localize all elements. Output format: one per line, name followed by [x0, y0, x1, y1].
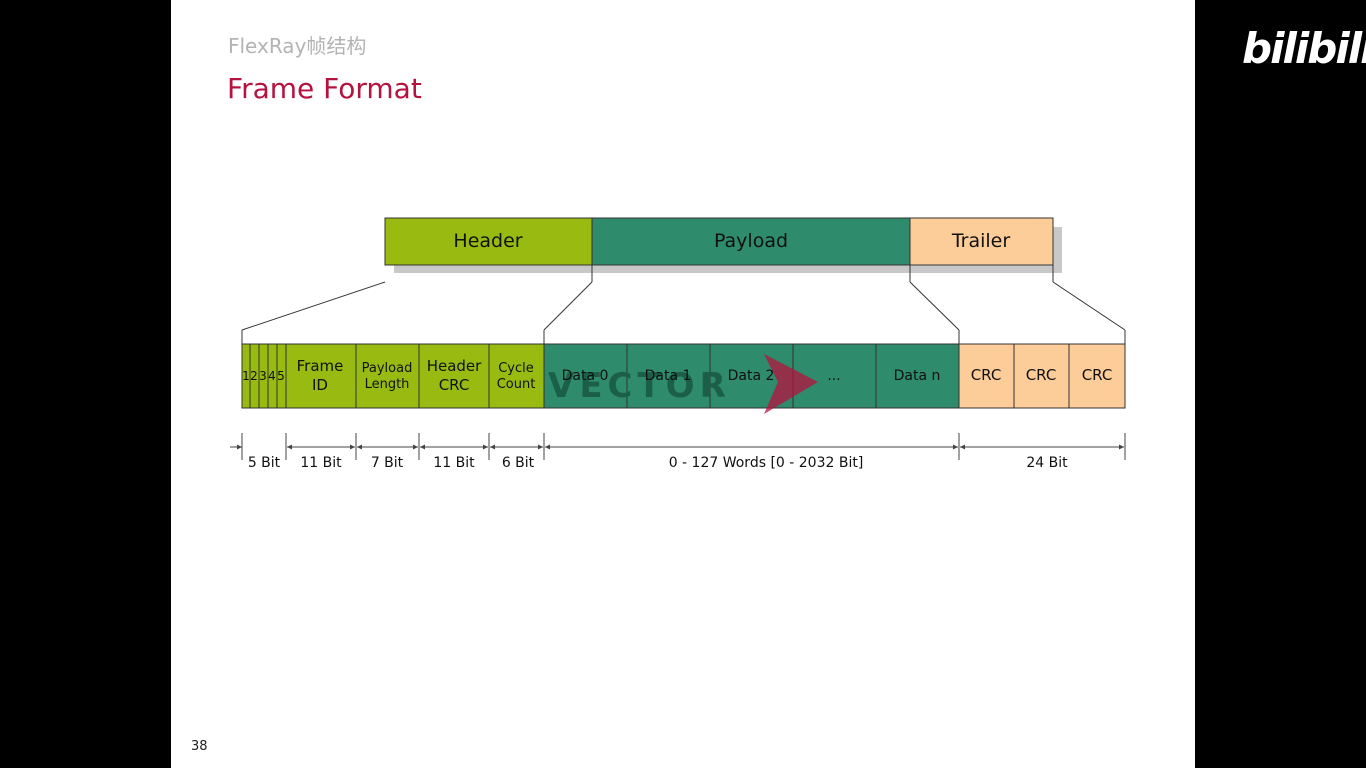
bit-3-label: 3 [259, 369, 267, 383]
dimension-ticks [241, 433, 1126, 460]
channel-watermark: 技术 [1060, 42, 1115, 72]
payload-length-label-line2: Length [365, 377, 410, 392]
frame-id-label-line2: ID [312, 376, 328, 394]
cycle-count-label-line2: Count [497, 377, 536, 392]
page-number: 38 [191, 739, 208, 754]
payload-field-dividers [626, 344, 877, 408]
size-trailer-label: 24 Bit [1026, 455, 1068, 471]
payload-detail-block [543, 343, 960, 409]
header-field-dividers [249, 344, 490, 408]
slide-title: Frame Format [227, 72, 422, 105]
trailer-field-dividers [1013, 344, 1070, 408]
header-crc-label-line2: CRC [439, 376, 470, 394]
frame-id-label-line1: Frame [297, 357, 344, 375]
size-header-crc-label: 11 Bit [433, 455, 475, 471]
data-0-label: Data 0 [562, 368, 609, 384]
header-label: Header [453, 230, 522, 252]
trailer-block [909, 217, 1054, 266]
trailer-detail-block [958, 343, 1126, 409]
bit-1-label: 1 [242, 369, 250, 383]
expansion-lines [241, 265, 1126, 344]
bit-4-label: 4 [268, 369, 276, 383]
data-n-label: Data n [894, 368, 941, 384]
bilibili-logo: bilibili [1242, 24, 1366, 73]
bit-5-label: 5 [277, 369, 285, 383]
vector-chevron-icon [764, 354, 818, 414]
size-5-bit-label: 5 Bit [248, 455, 281, 471]
header-block [384, 217, 593, 266]
bit-2-label: 2 [250, 369, 258, 383]
size-payload-length-label: 7 Bit [371, 455, 404, 471]
payload-length-label-line1: Payload [362, 361, 413, 376]
vector-watermark: VECTOR [548, 354, 818, 414]
crc-2-label: CRC [1026, 366, 1057, 384]
crc-3-label: CRC [1082, 366, 1113, 384]
size-payload-label: 0 - 127 Words [0 - 2032 Bit] [669, 455, 864, 471]
payload-block [591, 217, 911, 266]
trailer-label: Trailer [951, 230, 1011, 252]
size-frame-id-label: 11 Bit [300, 455, 342, 471]
size-cycle-count-label: 6 Bit [502, 455, 535, 471]
crc-1-label: CRC [971, 366, 1002, 384]
slide-subtitle: FlexRay帧结构 [228, 34, 367, 58]
header-crc-label-line1: Header [427, 357, 482, 375]
payload-label: Payload [714, 230, 788, 252]
cycle-count-label-line1: Cycle [498, 361, 534, 376]
vector-watermark-text: VECTOR [548, 366, 731, 406]
data-1-label: Data 1 [645, 368, 692, 384]
header-detail-block [241, 343, 545, 409]
data-ellipsis-label: ... [827, 368, 840, 384]
data-2-label: Data 2 [728, 368, 775, 384]
